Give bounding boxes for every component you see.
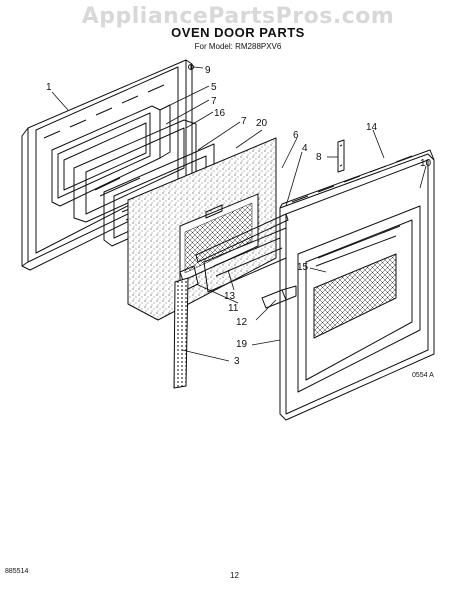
callout-6: 6 [293,130,299,141]
callout-5: 5 [211,82,217,93]
callout-11: 11 [228,303,239,314]
diagram-title: OVEN DOOR PARTS [171,25,305,40]
handle-clip [337,139,345,173]
watermark: AppliancePartsPros.com [81,4,395,29]
callout-labels: 1 9 5 7 16 7 20 6 4 8 14 10 15 13 11 12 … [46,65,434,379]
callout-9: 9 [205,65,211,76]
insulation-panel [127,137,277,321]
outer-door-panel [279,149,435,421]
callout-13: 13 [224,291,236,302]
callout-16: 16 [214,108,226,119]
hinge-mount [261,285,297,309]
callout-1: 1 [46,82,52,93]
document-number: 885514 [5,568,29,575]
callout-3: 3 [234,356,240,367]
callout-4: 4 [302,143,308,154]
callout-20: 20 [256,118,268,129]
model-subtitle: For Model: RM288PXV6 [194,42,282,51]
callout-15: 15 [297,262,309,273]
callout-7: 7 [241,116,247,127]
callout-8: 8 [316,152,322,163]
callout-7-upper: 7 [211,96,217,107]
leader-lines [51,66,427,362]
page-number: 12 [230,571,239,580]
screw [188,64,194,70]
callout-12: 12 [236,317,248,328]
illustration-code: 0554 A [412,372,434,379]
callout-19: 19 [236,339,248,350]
door-gasket-strip [173,277,189,389]
callout-14: 14 [366,122,378,133]
callout-10: 10 [420,158,432,169]
